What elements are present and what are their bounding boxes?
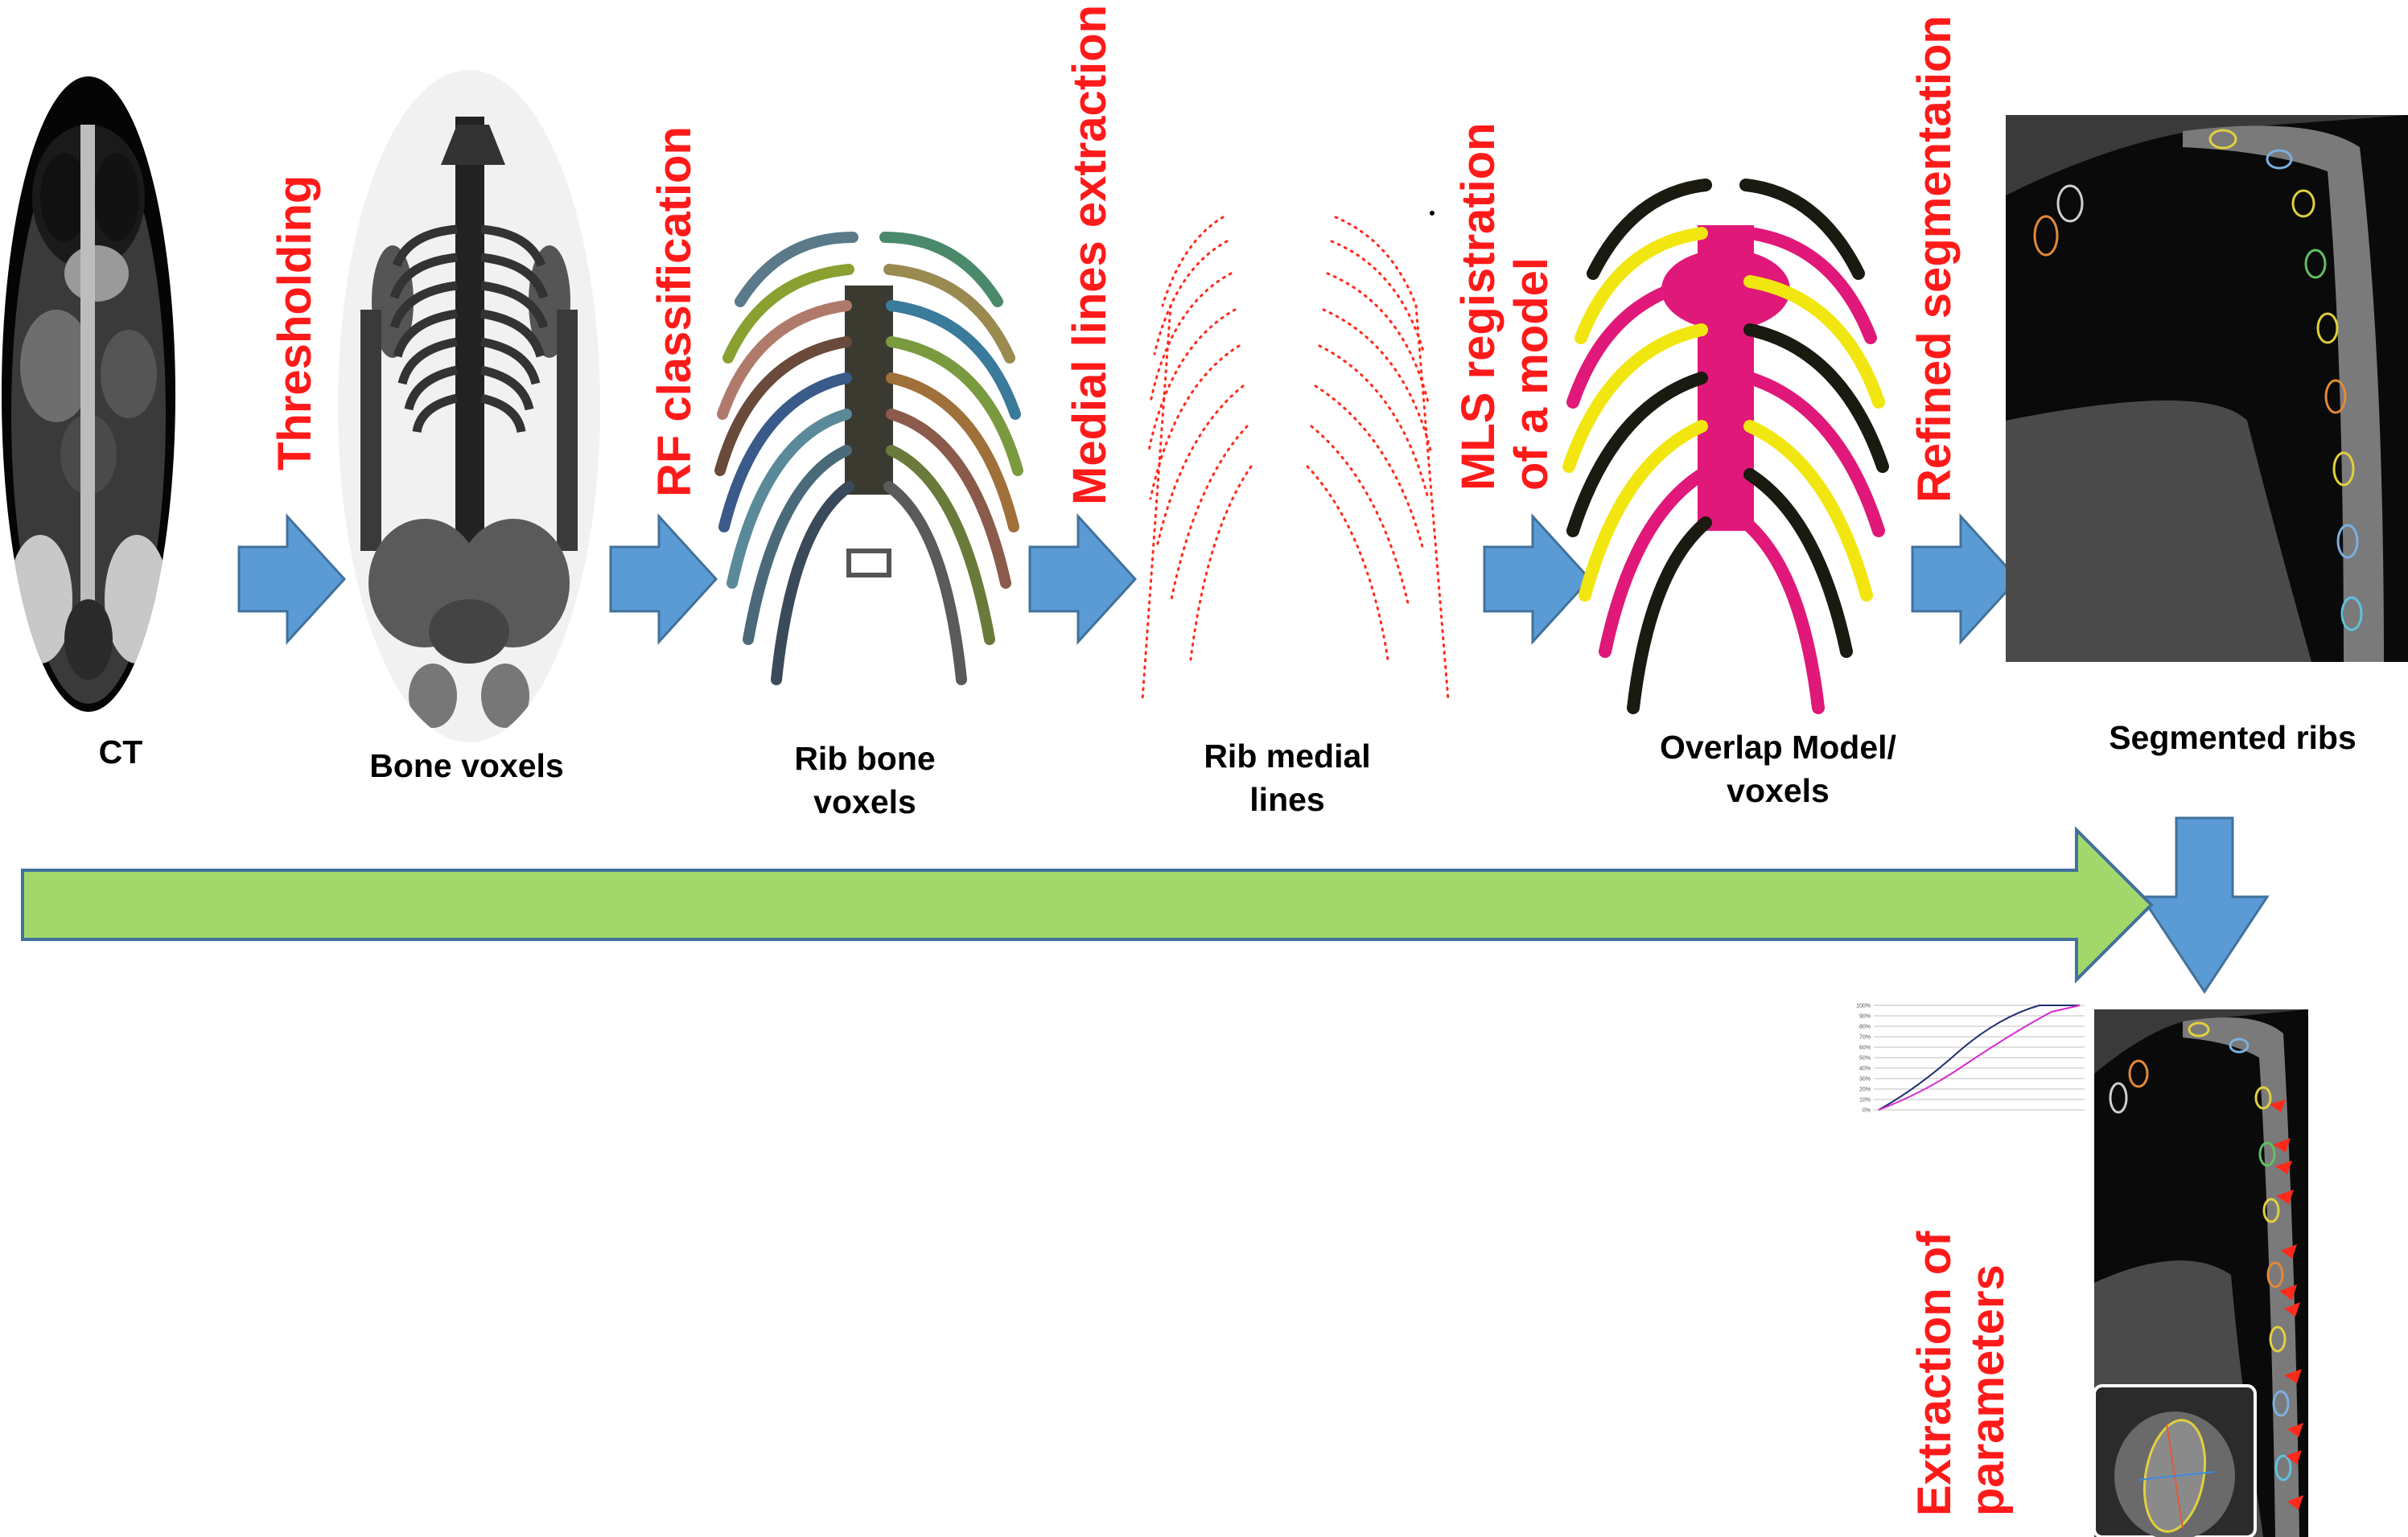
- down-arrow: [2139, 816, 2270, 994]
- chart-tick-label: 80%: [1859, 1025, 1871, 1030]
- step-arrow-4: [1483, 513, 1592, 645]
- caption-ct: CT: [98, 734, 143, 771]
- segmented-ribs-image: [2006, 115, 2408, 663]
- chart-tick-label: 40%: [1859, 1066, 1871, 1072]
- chart-tick-label: 20%: [1859, 1087, 1871, 1093]
- caption-rib-medial-lines-line1: Rib medial: [1204, 738, 1371, 775]
- chart-tick-label: 100%: [1856, 1004, 1871, 1009]
- label-extraction-line1: Extraction of: [1908, 1231, 1961, 1517]
- rib-bone-voxels-image: [714, 232, 1023, 685]
- caption-rib-bone-voxels-line2: voxels: [813, 783, 916, 820]
- caption-overlap-model-line2: voxels: [1727, 772, 1830, 809]
- caption-overlap-model: Overlap Model/ voxels: [1633, 725, 1923, 812]
- caption-rib-medial-lines-line2: lines: [1249, 781, 1325, 818]
- chart-tick-label: 90%: [1859, 1014, 1871, 1020]
- label-medial-lines-extraction: Medial lines extraction: [1064, 4, 1116, 505]
- caption-rib-bone-voxels-line1: Rib bone: [794, 740, 936, 777]
- label-thresholding: Thresholding: [269, 175, 321, 471]
- label-mls-registration: MLS registration of a model: [1452, 122, 1558, 491]
- ct-scan-image: [2, 76, 175, 712]
- chart-tick-label: 60%: [1859, 1046, 1871, 1051]
- caption-overlap-model-line1: Overlap Model/: [1660, 729, 1896, 766]
- step-arrow-2: [609, 513, 718, 645]
- chart-tick-label: 10%: [1859, 1098, 1871, 1103]
- rib-medial-lines-image: [1141, 211, 1450, 701]
- label-rf-classification: RF classification: [648, 126, 701, 497]
- caption-rib-medial-lines: Rib medial lines: [1183, 734, 1392, 821]
- chart-tick-label: 30%: [1859, 1077, 1871, 1083]
- step-arrow-1: [237, 513, 347, 645]
- main-process-arrow: [21, 826, 2154, 984]
- caption-rib-bone-voxels: Rib bone voxels: [764, 737, 965, 824]
- overlap-model-image: [1562, 179, 1889, 714]
- chart-tick-label: 50%: [1859, 1056, 1871, 1062]
- bone-voxels-image: [338, 70, 600, 742]
- caption-segmented-ribs: Segmented ribs: [2109, 719, 2357, 756]
- parameter-extraction-image: [2093, 1009, 2308, 1537]
- parameter-distribution-chart: 100% 90% 80% 70% 60% 50% 40% 30% 20% 10% 0%: [1846, 999, 2088, 1120]
- chart-tick-label: 70%: [1859, 1035, 1871, 1041]
- chart-tick-label: 0%: [1863, 1108, 1871, 1114]
- step-arrow-3: [1028, 513, 1138, 645]
- chart-series-1: [1878, 1005, 2080, 1111]
- chart-series-2: [1878, 1005, 2081, 1111]
- label-extraction-of-parameters: Extraction of parameters: [1908, 1231, 2015, 1517]
- caption-bone-voxels: Bone voxels: [369, 747, 564, 784]
- step-arrow-5: [1911, 513, 2020, 645]
- label-refined-segmentation: Refined segmentation: [1908, 15, 1961, 503]
- label-mls-registration-line1: MLS registration: [1452, 122, 1504, 491]
- label-extraction-line2: parameters: [1961, 1264, 2014, 1516]
